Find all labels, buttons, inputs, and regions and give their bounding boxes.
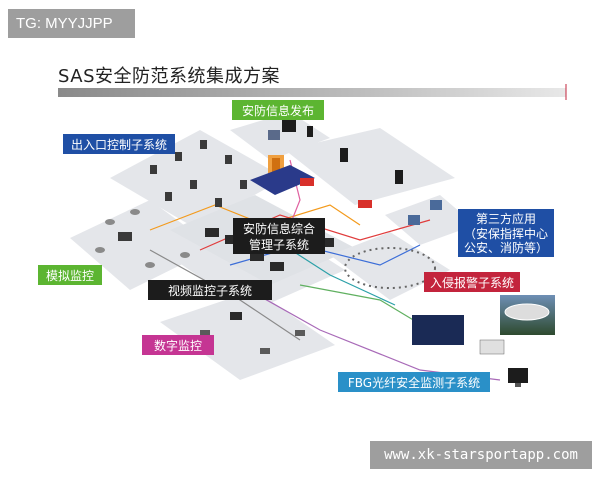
integrated-devices xyxy=(205,228,334,271)
access-control-devices xyxy=(150,140,247,207)
device xyxy=(240,180,247,189)
phone-device xyxy=(307,126,313,137)
center-pc-stand xyxy=(515,383,521,387)
device xyxy=(150,165,157,174)
device xyxy=(200,140,207,149)
dome-camera xyxy=(180,252,190,258)
dome-camera xyxy=(145,262,155,268)
title-bar xyxy=(58,88,566,97)
label-box-access-control xyxy=(63,134,175,154)
fbg-analyzer xyxy=(479,339,505,355)
nvr-device xyxy=(230,312,242,320)
platform-digital xyxy=(160,290,335,380)
center-pc xyxy=(508,368,528,383)
car-icon xyxy=(358,200,372,208)
parking-devices xyxy=(300,148,403,208)
label-box-video xyxy=(148,280,272,300)
rack-device xyxy=(225,235,239,244)
ip-camera xyxy=(260,348,270,354)
car-icon xyxy=(300,178,314,186)
label-integrated-line1: 安防信息综合 xyxy=(243,221,315,236)
label-box-digital xyxy=(142,335,214,355)
device xyxy=(190,180,197,189)
stadium-roof xyxy=(504,303,550,321)
monitor-grid xyxy=(412,315,464,345)
intrusion-perimeter xyxy=(344,247,436,289)
label-box-fbg xyxy=(338,372,490,392)
label-box-info-publish xyxy=(232,100,324,120)
dome-camera xyxy=(105,219,115,225)
label-third-party-line1: 第三方应用 xyxy=(476,211,536,226)
page-title: SAS安全防范系统集成方案 xyxy=(58,66,280,87)
fbg-devices xyxy=(412,295,555,387)
dome-camera xyxy=(130,209,140,215)
platform-parking xyxy=(285,128,455,205)
server-tower-front xyxy=(272,158,280,174)
label-box-third-party xyxy=(458,209,554,257)
label-box-analog xyxy=(38,265,102,285)
digital-monitor-devices xyxy=(200,312,305,354)
rack-device xyxy=(270,262,284,271)
watermark-url: www.xk-starsportapp.com xyxy=(370,441,592,469)
device xyxy=(175,152,182,161)
barrier-device xyxy=(340,148,348,162)
ip-camera xyxy=(200,330,210,336)
pc-icon xyxy=(408,215,420,225)
device xyxy=(165,192,172,201)
label-video-monitor: 视频监控子系统 xyxy=(168,283,252,298)
analog-monitor-devices xyxy=(95,209,190,268)
label-info-publish: 安防信息发布 xyxy=(242,103,314,118)
third-party-devices xyxy=(408,200,442,225)
label-digital-monitor: 数字监控 xyxy=(154,338,202,353)
label-intrusion-alarm: 入侵报警子系统 xyxy=(430,275,514,290)
rack-device xyxy=(250,252,264,261)
label-analog-monitor: 模拟监控 xyxy=(46,269,94,283)
info-publish-devices xyxy=(250,120,315,195)
dome-camera xyxy=(95,247,105,253)
matrix-box xyxy=(118,232,132,241)
device xyxy=(225,155,232,164)
label-integrated-line2: 管理子系统 xyxy=(249,237,309,252)
video-wall xyxy=(250,165,315,195)
watermark-tag: TG: MYYJJPP xyxy=(8,9,135,38)
platform-intrusion xyxy=(330,232,450,300)
monitor-display xyxy=(268,130,280,140)
label-box-intrusion xyxy=(424,272,520,292)
label-third-party-line2: （安保指挥中心 xyxy=(464,226,548,241)
rack-device xyxy=(320,238,334,247)
device xyxy=(215,198,222,207)
label-third-party-line3: 公安、消防等） xyxy=(464,240,548,255)
rack-device xyxy=(205,228,219,237)
ip-camera xyxy=(295,330,305,336)
line-blue xyxy=(229,244,421,266)
camera-display xyxy=(282,120,296,132)
label-access-control: 出入口控制子系统 xyxy=(71,138,167,152)
label-fbg: FBG光纤安全监测子系统 xyxy=(348,375,480,390)
barrier-device xyxy=(395,170,403,184)
label-box-integrated xyxy=(233,218,325,254)
pc-icon xyxy=(430,200,442,210)
